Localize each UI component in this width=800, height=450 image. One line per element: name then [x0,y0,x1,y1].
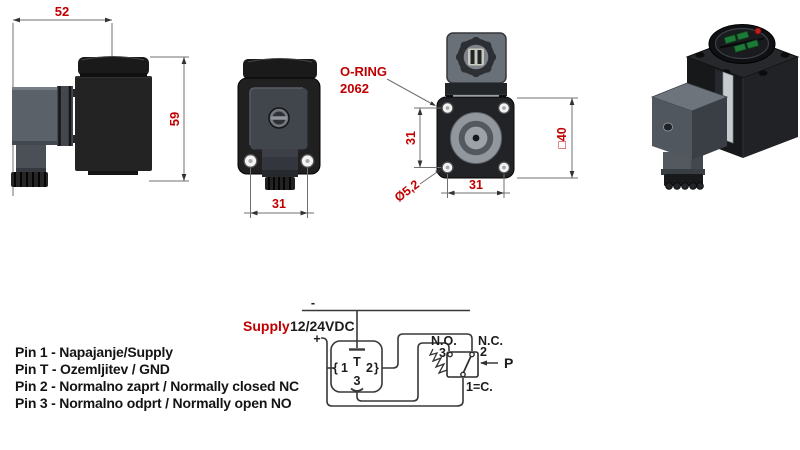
socket-left-glyph: { [333,361,338,375]
pin-1-description: Pin 1 - Napajanje/Supply [15,344,173,360]
green-labels [723,30,760,53]
plus-to-common-wire [321,337,464,407]
socket-right-glyph: } [374,361,379,375]
wiring-diagram: Supply 12/24VDC - + { 1 T 2 } 3 N.O. N [243,296,513,407]
dim-52-text: 52 [55,4,69,19]
front-view: 31 [237,58,321,218]
dim-31-horizontal: 31 [441,174,510,198]
top-cap-front [243,58,317,79]
connector-pin-3: 3 [354,374,361,388]
dim-31-front: 31 [244,168,314,218]
voltage-label: 12/24VDC [290,318,355,334]
oring-label-line1: O-RING [340,64,387,79]
pressure-switch-symbol: N.O. N.C. 3 2 P 1=C. [428,334,513,394]
cube-right-face [743,57,798,158]
gland-lobes [455,36,497,78]
dim-hole-diameter-text: Ø5,2 [392,177,422,205]
no-label: N.O. [431,334,457,348]
center-screw [268,107,290,129]
center-boss [450,112,502,164]
oring-callout: O-RING 2062 [340,64,436,106]
bottom-view: 31 □40 31 Ø5,2 [392,32,578,205]
dim-hole-diameter: Ø5,2 [392,169,442,205]
dim-52: 52 [12,4,113,196]
top-cap-side [78,56,149,77]
din-connector-side [11,87,57,187]
top-cap-iso [708,24,776,64]
dim-59-text: 59 [167,112,182,126]
pin-3-description: Pin 3 - Normalno odprt / Normally open N… [15,395,292,411]
cable-gland-nut [11,172,48,187]
dim-31-vertical: 31 [404,107,441,168]
supply-label: Supply [243,318,290,334]
pin3-to-no-wire [356,342,450,402]
dim-square-40-text: □40 [555,127,569,149]
pin2-to-nc-wire [382,333,473,369]
nc-label: N.C. [478,334,503,348]
connector-symbol: { 1 T 2 } 3 [330,340,383,393]
nc-pin: 2 [480,345,487,359]
iso-view [650,24,800,190]
no-pin: 3 [439,346,446,360]
connector-top-view [445,32,507,99]
dim-square-40: □40 [517,97,578,179]
connector-pin-1: 1 [341,361,348,375]
pin-t-description: Pin T - Ozemljitev / GND [15,361,170,377]
side-view: 52 59 [11,4,189,196]
lower-connector-block [262,149,298,190]
flange-holes [441,101,511,174]
common-label: 1=C. [466,380,493,394]
dim-31-vertical-text: 31 [404,131,418,145]
pin-2-description: Pin 2 - Normalno zaprt / Normally closed… [15,378,299,394]
oring-label-line2: 2062 [340,81,369,96]
cable-gland-iso [661,152,705,190]
mounting-hole [243,154,258,168]
connector-pin-2: 2 [366,361,373,375]
spring-symbol [428,348,448,375]
connector-pin-t: T [353,355,361,369]
pressure-label: P [504,355,513,371]
switch-lever [462,355,472,374]
mounting-plate [57,86,77,146]
dim-31-front-text: 31 [272,197,286,211]
dim-31-horizontal-text: 31 [469,178,483,192]
polarity-plus: + [313,332,320,346]
connector-hole [662,122,674,132]
coil-body-side [75,56,152,175]
pin-legend: Pin 1 - Napajanje/Supply Pin T - Ozemlji… [15,344,299,411]
red-led [754,27,762,35]
din-connector-iso [650,82,729,160]
mounting-hole [300,154,315,168]
dim-59: 59 [149,56,189,182]
polarity-minus: - [311,296,315,310]
